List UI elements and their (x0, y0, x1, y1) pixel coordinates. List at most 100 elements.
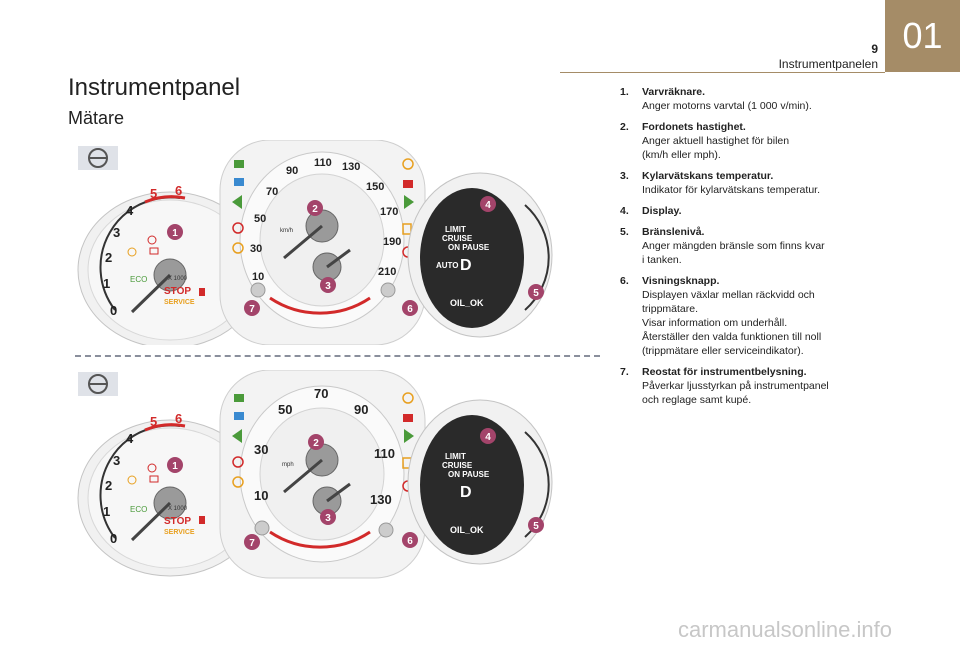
instrument-panel-bottom: 0 1 2 3 4 5 6 X 1000 ECO STOP SERVICE 10… (77, 370, 553, 579)
callout-7: 7 (244, 534, 260, 550)
display-auto: AUTO (436, 261, 459, 270)
tacho-unit: X 1000 (168, 276, 188, 282)
svg-text:7: 7 (249, 538, 255, 549)
fog-light-icon (234, 160, 244, 168)
display-limit: LIMIT (445, 452, 466, 461)
page-number: 9 (871, 42, 878, 56)
instrument-panel-top: 0 1 2 3 4 5 6 X 1000 ECO STOP SERVICE 10… (77, 140, 553, 345)
callout-2: 2 (308, 434, 324, 450)
battery-icon (149, 475, 159, 483)
speed-tick-label: 210 (378, 266, 396, 278)
speed-tick-label: 90 (286, 165, 298, 177)
brake-warning-icon (232, 222, 244, 234)
header-rule (560, 72, 885, 73)
temp-needle (326, 248, 351, 269)
tachometer-gauge: 0 1 2 3 4 5 6 X 1000 ECO STOP SERVICE (77, 183, 263, 345)
left-telltales (232, 160, 244, 254)
speed-tick-label: 90 (354, 402, 368, 417)
svg-text:7: 7 (249, 304, 255, 315)
battery-icon (149, 247, 159, 255)
tacho-tick-label: 2 (105, 250, 112, 265)
oil-icon (127, 247, 137, 257)
svg-text:5: 5 (533, 288, 539, 299)
tacho-unit: X 1000 (168, 506, 188, 512)
display-gear: D (460, 484, 472, 501)
steering-wheel-icon (78, 372, 118, 396)
oil-icon (127, 475, 137, 485)
callouts: 1 2 3 4 5 6 7 (167, 196, 544, 316)
rheostat-knob[interactable] (254, 520, 270, 536)
callout-4: 4 (480, 428, 496, 444)
low-beam-icon (234, 178, 244, 186)
speed-tick-label: 190 (383, 236, 401, 248)
tacho-tick-label: 6 (175, 183, 182, 198)
legend-item: 7.Reostat för instrumentbelysning.Påverk… (620, 366, 829, 406)
legend-item: 2.Fordonets hastighet.Anger aktuell hast… (620, 121, 790, 161)
svg-text:6: 6 (407, 304, 413, 315)
legend-list: 1.Varvräknare.Anger motorns varvtal (1 0… (620, 85, 890, 414)
seatbelt-icon (403, 414, 413, 422)
tacho-tick-label: 2 (105, 478, 112, 493)
callout-3: 3 (320, 509, 336, 525)
section-title: Instrumentpanelen (778, 57, 878, 71)
callout-5: 5 (528, 284, 544, 300)
tacho-needle (130, 273, 172, 314)
svg-text:4: 4 (485, 432, 491, 443)
display-gear: D (460, 257, 472, 274)
page-title: Instrumentpanel (68, 74, 241, 101)
speed-tick-label: 10 (254, 488, 268, 503)
tacho-tick-label: 0 (110, 303, 117, 318)
svg-text:3: 3 (325, 513, 331, 524)
speed-tick-label: 170 (380, 206, 398, 218)
svg-text:1: 1 (172, 461, 178, 472)
display-button-knob[interactable] (378, 522, 394, 538)
tacho-tick-labels: 0 1 2 3 4 5 6 (103, 183, 182, 318)
stop-indicator: STOP (164, 516, 191, 527)
legend-item: 4.Display. (620, 205, 682, 217)
svg-text:6: 6 (407, 536, 413, 547)
display-oil: OIL_OK (450, 298, 484, 308)
tacho-tick-label: 3 (113, 453, 120, 468)
callout-7: 7 (244, 300, 260, 316)
tacho-tick-label: 5 (150, 414, 157, 429)
speed-tick-label: 30 (254, 442, 268, 457)
temp-needle (326, 482, 351, 503)
speed-tick-label: 130 (370, 492, 392, 507)
speed-tick-label: 110 (374, 446, 395, 461)
display-on-pause: ON PAUSE (448, 470, 490, 479)
legend-item: 3.Kylarvätskans temperatur.Indikator för… (620, 170, 820, 196)
digital-display: LIMIT CRUISE ON PAUSE AUTO D OIL_OK (407, 172, 553, 338)
tacho-tick-label: 1 (103, 504, 110, 519)
speed-tick-label: 130 (342, 161, 360, 173)
svg-text:2: 2 (313, 438, 319, 449)
callouts: 1 2 3 4 5 6 7 (167, 428, 544, 550)
svg-text:2: 2 (312, 204, 318, 215)
abs-icon (232, 476, 244, 488)
speed-tick-label: 30 (250, 243, 262, 255)
callout-4: 4 (480, 196, 496, 212)
service-indicator: SERVICE (164, 529, 195, 536)
coolant-warning-icon (199, 288, 205, 296)
speed-tick-label: 110 (314, 157, 332, 169)
svg-text:1: 1 (172, 228, 178, 239)
steering-wheel-icon (78, 146, 118, 170)
callout-1: 1 (167, 224, 183, 240)
right-turn-icon (404, 429, 414, 443)
rheostat-knob[interactable] (250, 282, 266, 298)
speed-tick-labels: 10 30 50 70 90 110 130 150 170 190 210 (250, 157, 401, 283)
tacho-tick-label: 3 (113, 225, 120, 240)
brake-warning-icon (232, 456, 244, 468)
speed-tick-label: 150 (366, 181, 384, 193)
svg-text:4: 4 (485, 200, 491, 211)
display-cruise: CRUISE (442, 234, 473, 243)
display-button-knob[interactable] (380, 282, 396, 298)
speed-tick-label: 50 (278, 402, 292, 417)
left-turn-icon (232, 429, 242, 443)
svg-text:5: 5 (533, 521, 539, 532)
speedometer-gauge: 10 30 50 70 90 110 130 mph (219, 370, 426, 579)
seatbelt-icon (403, 180, 413, 188)
tacho-needle (130, 501, 172, 542)
speed-needle (283, 458, 323, 494)
callout-6: 6 (402, 532, 418, 548)
left-turn-icon (232, 195, 242, 209)
